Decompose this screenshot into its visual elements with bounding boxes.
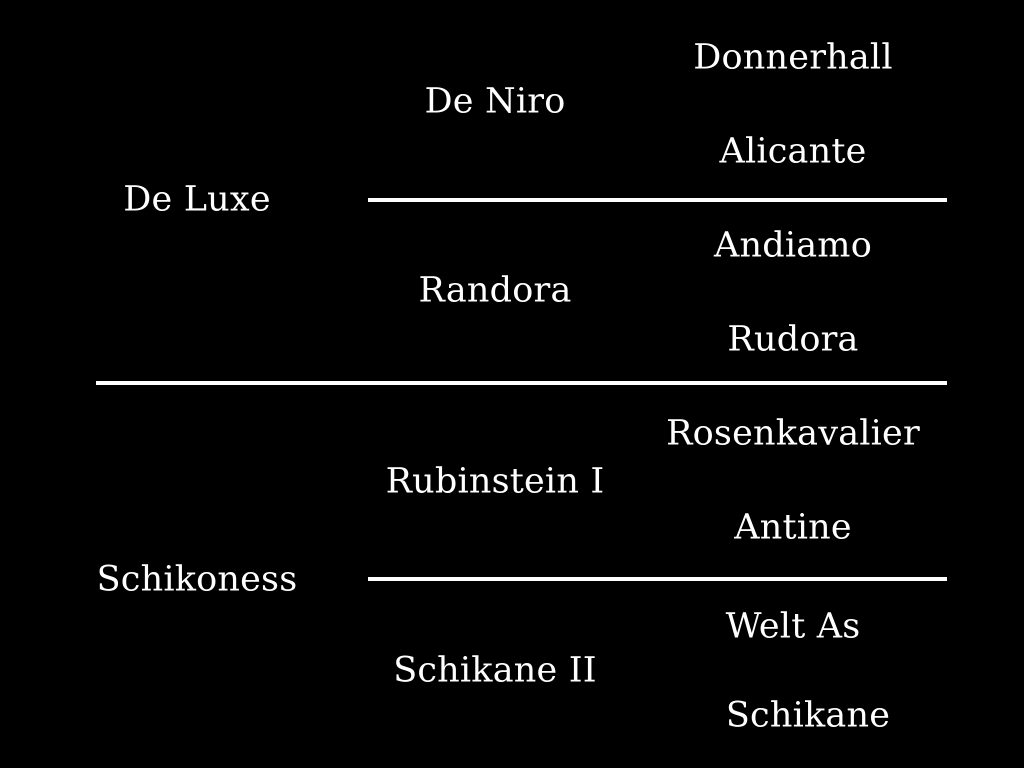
divider-lower-dam-line [368, 577, 947, 581]
gen3-rosenkavalier: Rosenkavalier [666, 413, 920, 454]
gen2-rubinstein-i: Rubinstein I [385, 461, 605, 502]
gen3-antine: Antine [734, 507, 852, 548]
gen2-de-niro: De Niro [424, 81, 566, 122]
divider-upper-sire-line [368, 198, 947, 202]
gen3-donnerhall: Donnerhall [693, 37, 893, 78]
gen3-andiamo: Andiamo [714, 225, 872, 266]
gen1-de-luxe: De Luxe [123, 179, 271, 220]
gen2-schikane-ii: Schikane II [393, 650, 597, 691]
divider-main-split [96, 381, 947, 385]
gen3-alicante: Alicante [719, 131, 867, 172]
gen3-rudora: Rudora [727, 319, 859, 360]
gen3-schikane: Schikane [725, 695, 891, 736]
gen3-welt-as: Welt As [725, 606, 861, 647]
gen1-schikoness: Schikoness [96, 559, 298, 600]
gen2-randora: Randora [418, 270, 572, 311]
